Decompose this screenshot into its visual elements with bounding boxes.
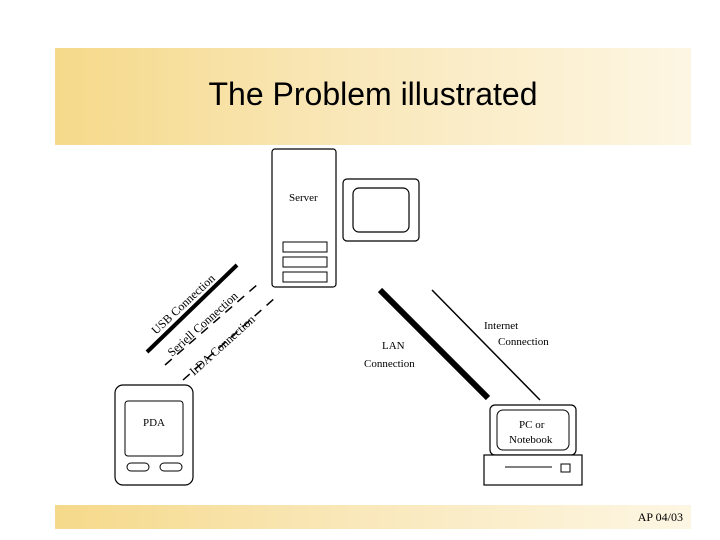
lan-label-line2: Connection bbox=[364, 358, 415, 370]
slide-title: The Problem illustrated bbox=[208, 76, 538, 112]
pc-label-line2: Notebook bbox=[509, 434, 553, 446]
server-icon bbox=[271, 148, 337, 288]
serial-connection-line bbox=[164, 283, 259, 366]
footer-band: AP 04/03 bbox=[55, 505, 691, 529]
internet-label-line2: Connection bbox=[498, 336, 549, 348]
irda-connection-line bbox=[182, 296, 277, 381]
lan-connection-line bbox=[377, 287, 491, 401]
pc-icon bbox=[483, 404, 583, 486]
pda-label: PDA bbox=[143, 417, 165, 429]
pda-icon bbox=[114, 384, 194, 486]
footer-text: AP 04/03 bbox=[637, 510, 683, 524]
server-monitor-icon bbox=[342, 178, 420, 242]
usb-connection-line bbox=[145, 263, 239, 354]
internet-label-line1: Internet bbox=[484, 320, 518, 332]
lan-label-line1: LAN bbox=[382, 340, 405, 352]
internet-connection-line bbox=[431, 289, 541, 401]
pc-label-line1: PC or bbox=[519, 419, 545, 431]
server-label: Server bbox=[289, 192, 318, 204]
title-band: The Problem illustrated bbox=[55, 48, 691, 145]
